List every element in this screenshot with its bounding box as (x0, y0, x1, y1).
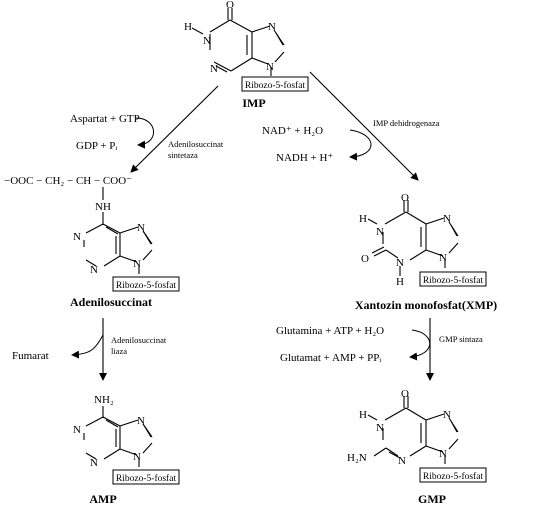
products-glutamate-amp-ppi: Glutamat + AMP + PPᵢ (280, 352, 381, 364)
xmp-atom-h3: H (396, 276, 404, 288)
gmp-name: GMP (418, 492, 446, 506)
products-nadh-h: NADH + H⁺ (276, 152, 333, 164)
imp-atom-o: O (226, 0, 234, 11)
curved-arrow-nad-nadh (349, 129, 372, 161)
imp-sugar-box (241, 76, 309, 92)
imp-structure (191, 8, 285, 76)
curved-arrow-gtp-gdp (135, 117, 154, 149)
enzyme-imp-dehydrogenase: IMP dehidrogenaza (373, 118, 440, 128)
adenylosuccinate-side-chain: −OOC − CH₂ − CH − COO⁻ (4, 175, 132, 187)
xmp-sugar-box (419, 271, 487, 287)
arrow-imp-to-adenylosuccinate (130, 85, 219, 173)
enzyme-adenylosuccinate-lyase-1: Adenilosuccinat (111, 335, 167, 345)
reactants-aspartat-gtp: Aspartat + GTP (70, 113, 140, 125)
xmp-atom-n7: N (443, 213, 451, 225)
enzyme-adenylosuccinate-synthetase-2: sintetaza (168, 150, 198, 160)
enzyme-adenylosuccinate-lyase-2: liaza (111, 346, 127, 356)
xmp-atom-n3: N (396, 257, 404, 269)
adenylosuccinate-atom-n1: N (73, 231, 81, 243)
xmp-structure (367, 200, 459, 276)
amp-name: AMP (89, 492, 116, 506)
imp-atom-n1: N (203, 35, 211, 47)
amp-atom-n3: N (90, 457, 98, 469)
gmp-sugar-box (419, 467, 487, 483)
xmp-name: Xantozin monofosfat(XMP) (355, 298, 497, 312)
adenylosuccinate-name: Adenilosuccinat (70, 295, 152, 309)
amp-atom-n1: N (73, 424, 81, 436)
reactants-nad-h2o: NAD⁺ + H₂O (262, 125, 323, 137)
adenylosuccinate-sugar-box (112, 276, 180, 292)
gmp-atom-o6: O (401, 388, 409, 400)
products-gdp-pi: GDP + Pᵢ (76, 140, 117, 152)
imp-atom-n7: N (268, 21, 276, 33)
amp-structure (83, 406, 153, 467)
adenylosuccinate-atom-n3: N (90, 264, 98, 276)
imp-name: IMP (242, 96, 265, 110)
xmp-atom-o2: O (361, 253, 369, 265)
curved-arrow-glutamine-glutamate (409, 329, 431, 361)
imp-atom-h: H (184, 21, 192, 33)
curved-arrow-fumarate (71, 334, 104, 359)
gmp-atom-n1: N (376, 422, 384, 434)
adenylosuccinate-atom-nh: NH (95, 201, 111, 213)
enzyme-adenylosuccinate-synthetase-1: Adenilosuccinat (168, 139, 224, 149)
gmp-atom-n9: N (439, 448, 447, 460)
amp-atom-n9: N (133, 451, 141, 463)
xmp-atom-o6: O (401, 192, 409, 204)
xmp-atom-h1: H (359, 213, 367, 225)
xmp-atom-n1: N (376, 226, 384, 238)
amp-atom-n7: N (137, 415, 145, 427)
gmp-atom-n3: N (398, 455, 406, 467)
reactants-glutamine-atp-h2o: Glutamina + ATP + H₂O (276, 325, 384, 337)
adenylosuccinate-atom-n9: N (133, 258, 141, 270)
gmp-atom-h1: H (359, 409, 367, 421)
product-fumarate: Fumarat (12, 350, 49, 362)
adenylosuccinate-sugar-label: Ribozo-5-fosfat (116, 280, 177, 291)
amp-sugar-box (112, 469, 180, 485)
adenylosuccinate-structure (83, 187, 153, 274)
arrow-imp-to-xmp (309, 71, 419, 181)
enzyme-gmp-synthase: GMP sintaza (439, 334, 483, 344)
adenylosuccinate-atom-n7: N (137, 222, 145, 234)
xmp-atom-n9: N (439, 252, 447, 264)
gmp-structure (367, 396, 459, 464)
gmp-atom-n7: N (443, 409, 451, 421)
gmp-amino: H₂N (347, 452, 367, 464)
imp-sugar-label: Ribozo-5-fosfat (245, 80, 306, 91)
amp-sugar-label: Ribozo-5-fosfat (116, 473, 177, 484)
imp-atom-n3: N (210, 63, 218, 75)
gmp-sugar-label: Ribozo-5-fosfat (423, 471, 484, 482)
imp-atom-n9: N (266, 61, 274, 73)
xmp-sugar-label: Ribozo-5-fosfat (423, 275, 484, 286)
amp-amino: NH₂ (94, 394, 114, 406)
